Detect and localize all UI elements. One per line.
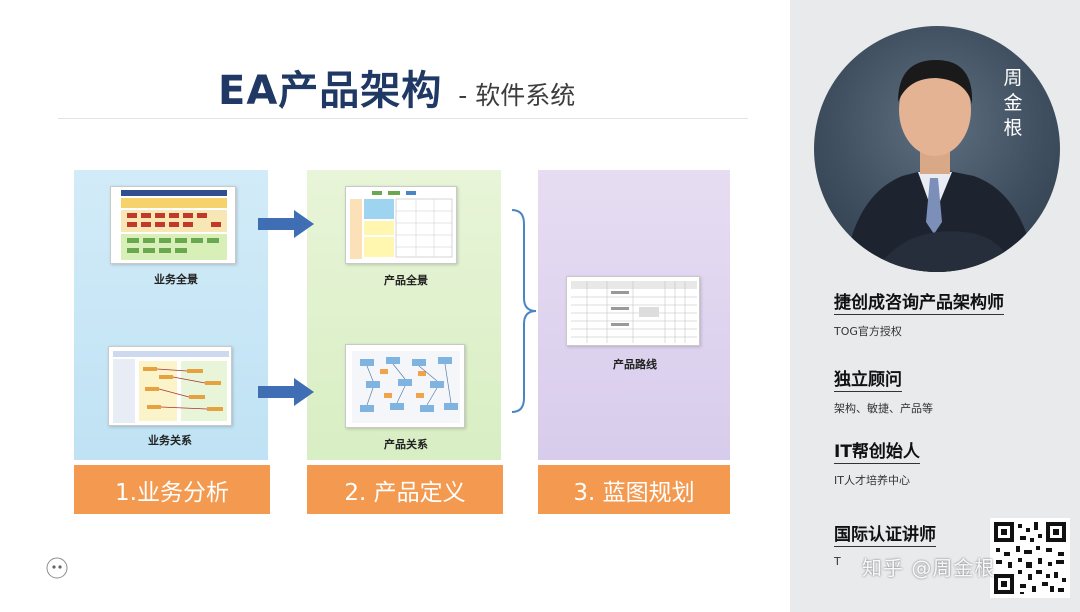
title-divider	[58, 118, 748, 119]
role-block-3: IT帮创始人 IT人才培养中心	[834, 437, 920, 488]
qr-code-icon	[990, 518, 1070, 598]
phase-label-1: 1.业务分析	[74, 465, 270, 514]
product-overview-thumbnail	[345, 186, 457, 264]
zhihu-logo-icon	[46, 557, 68, 579]
slide-subtitle: - 软件系统	[458, 81, 576, 110]
caption-product-overview: 产品全景	[384, 274, 428, 287]
caption-product-relation: 产品关系	[384, 438, 428, 451]
arrow-right-icon	[258, 378, 314, 406]
phase-label-2: 2. 产品定义	[307, 465, 503, 514]
phase-label-3: 3. 蓝图规划	[538, 465, 730, 514]
role-title: IT帮创始人	[834, 437, 920, 464]
business-overview-thumbnail	[110, 186, 236, 264]
product-relation-thumbnail	[345, 344, 465, 428]
role-block-1: 捷创成咨询产品架构师 TOG官方授权	[834, 288, 1004, 339]
role-block-4: 国际认证讲师 T	[834, 520, 936, 568]
avatar	[814, 26, 1060, 272]
slide-title-group: EA产品架构 - 软件系统	[218, 58, 575, 116]
arrow-right-icon	[258, 210, 314, 238]
watermark-text: 知乎 @周金根	[862, 556, 996, 580]
role-block-2: 独立顾问 架构、敏捷、产品等	[834, 365, 933, 416]
presenter-portrait-icon	[844, 60, 1036, 272]
role-title: 国际认证讲师	[834, 520, 936, 547]
caption-business-relation: 业务关系	[148, 434, 192, 447]
role-subtitle: IT人才培养中心	[834, 474, 910, 487]
role-subtitle: 架构、敏捷、产品等	[834, 402, 933, 415]
presenter-name: 周金根	[1003, 67, 1023, 139]
slide: EA产品架构 - 软件系统 业务全景	[58, 58, 748, 514]
product-roadmap-thumbnail	[566, 276, 700, 346]
role-title: 捷创成咨询产品架构师	[834, 288, 1004, 315]
role-subtitle: T	[834, 555, 841, 568]
presenter-sidebar: 周金根 捷创成咨询产品架构师 TOG官方授权 独立顾问 架构、敏捷、产品等 IT…	[790, 0, 1080, 612]
caption-product-roadmap: 产品路线	[613, 358, 657, 371]
role-title: 独立顾问	[834, 365, 902, 392]
slide-title: EA产品架构	[218, 68, 443, 114]
bracket-icon	[511, 209, 537, 413]
role-subtitle: TOG官方授权	[834, 325, 902, 338]
caption-business-overview: 业务全景	[154, 273, 198, 286]
business-relation-thumbnail	[108, 346, 232, 426]
